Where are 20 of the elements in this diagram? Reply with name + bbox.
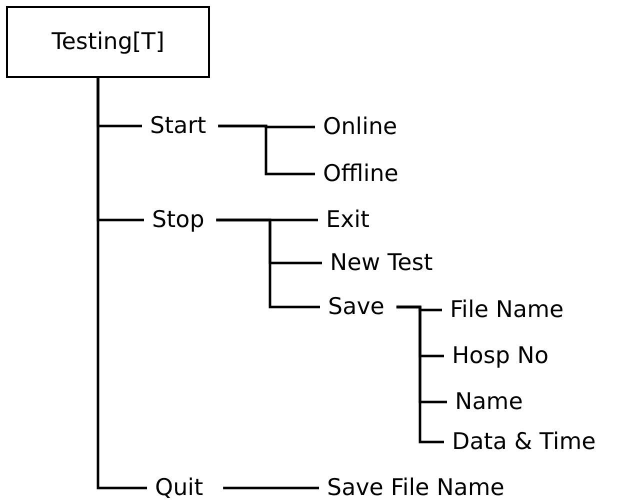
menu-item: File Name — [450, 296, 564, 324]
menu-item: New Test — [330, 250, 433, 276]
tree-connector — [223, 486, 319, 490]
tree-connector — [96, 78, 147, 490]
menu-item: Hosp No — [452, 342, 549, 370]
menu-item: Save — [328, 294, 384, 320]
tree-connector — [218, 124, 315, 176]
menu-item: Name — [455, 388, 523, 416]
menu-item: Quit — [155, 474, 204, 502]
menu-item: Online — [323, 114, 398, 140]
menu-item: Offline — [323, 160, 398, 188]
tree-connector — [396, 306, 444, 444]
menu-item: Stop — [152, 206, 204, 234]
menu-item: Start — [150, 112, 206, 140]
menu-box — [6, 6, 210, 78]
menu-item: Save File Name — [327, 474, 504, 502]
menu-item: Exit — [326, 206, 370, 234]
menu-title: Testing[T] — [52, 28, 164, 56]
menu-item: Data & Time — [452, 428, 596, 456]
tree-connector — [216, 218, 320, 308]
